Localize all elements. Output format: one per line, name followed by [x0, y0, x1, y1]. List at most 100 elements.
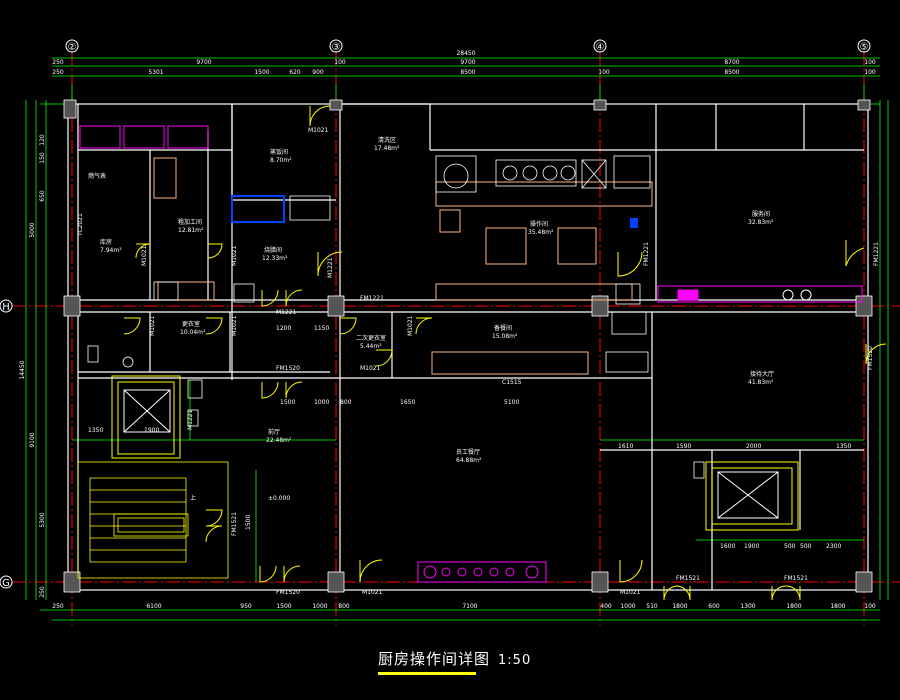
- door: [845, 240, 865, 267]
- staircase: [77, 461, 229, 579]
- dim-text: 1150: [314, 325, 329, 332]
- furniture: [153, 157, 653, 375]
- room-area: 10.04m²: [180, 329, 206, 336]
- axis-bubble: [329, 39, 343, 53]
- drawing-title-text: 厨房操作间详图: [378, 650, 491, 668]
- dim-text: 950: [240, 603, 252, 610]
- dim-text: 800: [340, 399, 352, 406]
- steamer-unit: [231, 195, 285, 223]
- elevator-right: [705, 461, 799, 531]
- fixture: [611, 311, 647, 335]
- door: [259, 565, 277, 583]
- room-name: 蒸饭间: [270, 148, 288, 156]
- dim-text: 1900: [744, 543, 759, 550]
- dim-text: 500: [800, 543, 812, 550]
- door-tag: M1021: [360, 365, 381, 372]
- axis-bubble: [0, 575, 13, 589]
- door: [619, 559, 643, 583]
- door-tag: FM1521: [231, 512, 238, 536]
- dim-text: 650: [39, 190, 46, 202]
- column: [63, 571, 81, 593]
- dim-text: 400: [600, 603, 612, 610]
- door: [375, 349, 393, 367]
- door-tag: M1021: [620, 589, 641, 596]
- dim-text: 14450: [19, 360, 26, 379]
- door-tag: M1221: [276, 309, 297, 316]
- door: [339, 317, 357, 335]
- fixture: [581, 159, 607, 189]
- fixture: [435, 155, 477, 193]
- dim-text: 8500: [460, 69, 475, 76]
- room-area: 15.08m²: [492, 333, 518, 340]
- door: [285, 289, 303, 307]
- fixture: [87, 345, 99, 363]
- door-tag: FM1221: [360, 295, 384, 302]
- door: [205, 525, 223, 543]
- door-tag: M1021: [362, 589, 383, 596]
- door: [415, 317, 433, 335]
- equipment-unit: [423, 565, 437, 579]
- dim-text: 7100: [462, 603, 477, 610]
- dim-text: 250: [52, 69, 64, 76]
- room-name: 库房: [100, 238, 112, 246]
- door-tag: FM1520: [276, 589, 300, 596]
- furniture-item: [439, 209, 461, 233]
- dim-text: 620: [289, 69, 301, 76]
- room-area: 32.83m²: [748, 219, 774, 226]
- room-name: 粗加工间: [178, 218, 202, 226]
- stair-label: 上: [190, 494, 196, 502]
- axis-bubble: [65, 39, 79, 53]
- equipment-unit: [473, 567, 483, 577]
- counter-label: C1515: [502, 379, 522, 386]
- axis-label: ⑤: [860, 42, 869, 53]
- dim-text: 2300: [826, 543, 841, 550]
- room-name: 烧腊间: [264, 246, 282, 254]
- dim-text: 5100: [504, 399, 519, 406]
- dim-text: 9700: [196, 59, 211, 66]
- dim-text: 1000: [620, 603, 635, 610]
- axis-label: G: [2, 578, 10, 589]
- fixture: [542, 165, 558, 181]
- room-area: 12.33m²: [262, 255, 288, 262]
- equipment-unit: [79, 125, 121, 149]
- equipment-unit: [489, 567, 499, 577]
- dim-text: 1500: [254, 69, 269, 76]
- furniture-item: [435, 181, 653, 207]
- axis-bubble: [0, 299, 13, 313]
- dim-text: 1600: [720, 543, 735, 550]
- equipment-unit: [441, 567, 451, 577]
- fixture: [187, 379, 203, 399]
- dim-text: 8500: [724, 69, 739, 76]
- room-name: 清洗区: [378, 136, 396, 144]
- door: [135, 243, 151, 259]
- dim-text: 5000: [29, 222, 36, 237]
- door: [663, 585, 679, 601]
- equipment-unit: [782, 289, 794, 301]
- door: [261, 381, 279, 399]
- fixture: [443, 163, 469, 189]
- equipment-unit: [457, 567, 467, 577]
- dimension-lines: [25, 57, 889, 621]
- axis-bubble: [857, 39, 871, 53]
- equipment-unit: [800, 289, 812, 301]
- dim-text: 120: [39, 134, 46, 146]
- columns: [63, 99, 873, 593]
- door: [261, 289, 279, 307]
- furniture-item: [485, 227, 527, 265]
- room-name: 更衣室: [182, 320, 200, 328]
- room-name: 二次更衣室: [356, 334, 386, 342]
- equipment-unit: [630, 218, 638, 228]
- room-area: 8.70m²: [270, 157, 292, 164]
- furniture-item: [435, 283, 633, 301]
- door-tag: TC2021: [77, 213, 84, 237]
- elevator-left: [111, 375, 181, 459]
- door: [617, 251, 643, 277]
- column: [855, 571, 873, 593]
- doors: [123, 105, 887, 601]
- dim-text: 1610: [618, 443, 633, 450]
- fixture: [187, 409, 199, 427]
- door-tag: FM1520: [276, 365, 300, 372]
- dim-text: 1800: [786, 603, 801, 610]
- door-tag: M1221: [187, 409, 194, 430]
- dim-text: 1900: [144, 427, 159, 434]
